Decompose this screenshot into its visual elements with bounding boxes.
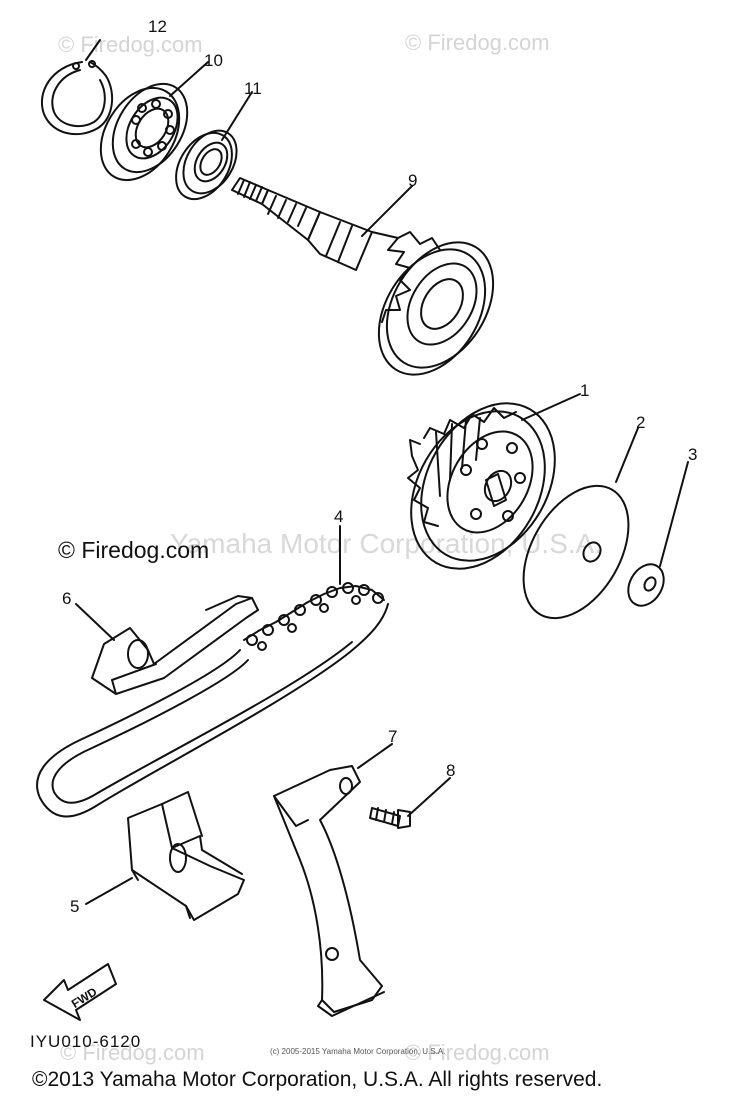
leader-10	[169, 61, 209, 97]
part-7-bracket	[273, 765, 385, 1017]
watermark-firedog-top-left: © Firedog.com	[58, 32, 203, 57]
diagram-code: IYU010-6120	[30, 1032, 142, 1051]
watermark-firedog-bottom-right: © Firedog.com	[405, 1040, 550, 1065]
part-4-chain	[36, 582, 389, 818]
callout-9: 9	[408, 171, 417, 190]
part-1-gear	[407, 402, 556, 570]
tiny-copyright: (c) 2005-2015 Yamaha Motor Corporation, …	[270, 1047, 446, 1056]
leader-8	[407, 777, 451, 817]
leader-6	[75, 603, 115, 641]
callout-12: 12	[148, 17, 167, 36]
leader-9	[361, 185, 413, 237]
leader-7	[357, 743, 393, 769]
watermark-firedog-bottom-left: © Firedog.com	[60, 1040, 205, 1065]
leader-3	[659, 461, 689, 567]
callout-3: 3	[688, 445, 697, 464]
callout-6: 6	[62, 589, 71, 608]
callout-2: 2	[636, 413, 645, 432]
part-11-oil-seal	[175, 129, 238, 201]
callout-5: 5	[70, 897, 79, 916]
part-12-circlip	[41, 60, 114, 136]
leader-5	[85, 877, 133, 905]
firedog-label: © Firedog.com	[58, 537, 210, 563]
callout-8: 8	[446, 761, 455, 780]
part-10-bearing	[99, 82, 189, 182]
part-8-bolt	[369, 807, 411, 829]
callout-7: 7	[388, 727, 397, 746]
leader-2	[615, 427, 639, 483]
leader-11	[221, 91, 253, 141]
part-9-shaft-gear	[231, 177, 495, 376]
leader-1	[521, 393, 581, 421]
fwd-label: FWD	[69, 984, 100, 1011]
callout-1: 1	[580, 381, 589, 400]
callout-4: 4	[334, 507, 343, 526]
callout-11: 11	[244, 79, 262, 98]
leader-12	[85, 39, 101, 61]
watermark-firedog-top-right: © Firedog.com	[405, 30, 550, 55]
part-5-block	[127, 791, 245, 921]
part-2-plate	[522, 484, 630, 620]
copyright-footer: ©2013 Yamaha Motor Corporation, U.S.A. A…	[32, 1068, 603, 1091]
fwd-arrow-icon	[43, 963, 117, 1021]
part-3-washer	[627, 563, 665, 607]
callout-10: 10	[204, 51, 223, 70]
part-6-guide	[91, 595, 259, 695]
